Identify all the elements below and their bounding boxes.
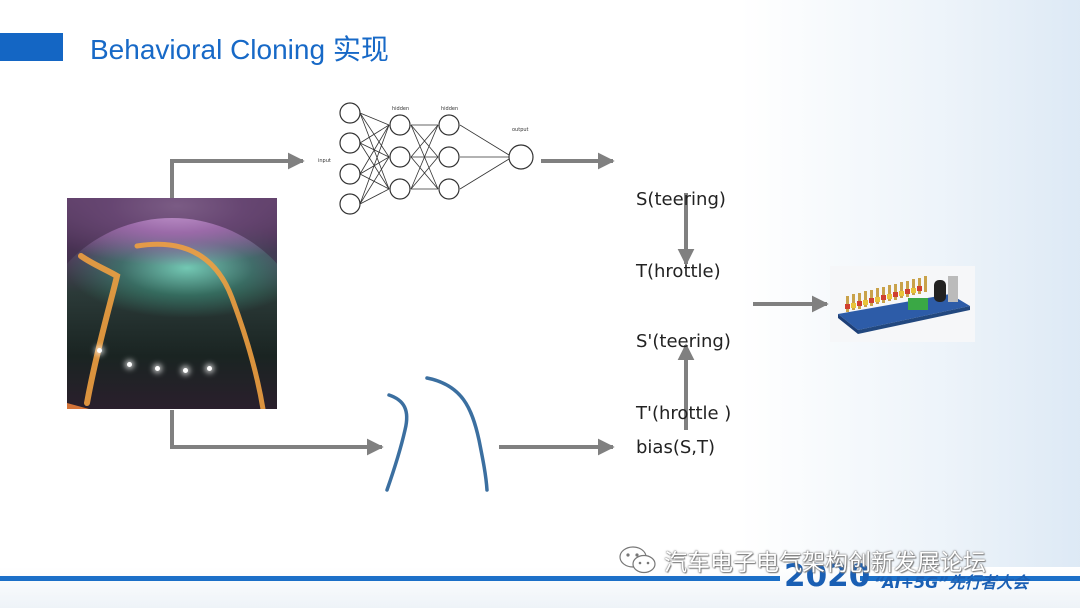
nn-input-label: input	[318, 158, 331, 164]
curve-right	[425, 376, 489, 492]
controller-board-image	[830, 266, 975, 342]
floor-light	[97, 348, 102, 353]
adjusted-label: S'(teering) T'(hrottle )	[636, 282, 731, 474]
footer-band	[0, 567, 1080, 608]
output-label: S(teering) T(hrottle)	[636, 140, 726, 332]
adjusted-throttle-text: T'(hrottle )	[636, 403, 732, 424]
watermark-text: 汽车电子电气架构创新发展论坛	[664, 550, 986, 576]
arrow-camera-to-curves	[170, 410, 384, 456]
camera-view-image	[67, 198, 277, 409]
watermark: 汽车电子电气架构创新发展论坛	[618, 545, 986, 576]
footer-line-left	[0, 576, 780, 581]
footer-line-right	[860, 576, 1080, 581]
floor-light	[183, 368, 188, 373]
floor-light	[127, 362, 132, 367]
lens-vignette	[67, 218, 277, 409]
nn-output-label: output	[512, 127, 529, 133]
track-lines	[67, 241, 266, 409]
wechat-icon	[619, 546, 656, 574]
adjusted-steering-text: S'(teering)	[636, 331, 731, 352]
floor-light	[207, 366, 212, 371]
slide-title: Behavioral Cloning 实现	[90, 34, 389, 65]
floor-light	[155, 366, 160, 371]
nn-hidden-label-2: hidden	[441, 106, 458, 112]
nn-hidden-label-1: hidden	[392, 106, 409, 112]
footer-conference: “AI+5G”先行者大会	[874, 573, 1029, 592]
bias-label: bias(S,T)	[636, 437, 716, 458]
footer-year: 2020	[784, 558, 871, 594]
board-drawing	[830, 266, 975, 342]
arrow-camera-to-network	[170, 152, 305, 198]
steering-text: S(teering)	[636, 189, 726, 210]
neural-network-diagram: input hidden hidden output	[318, 102, 534, 215]
curve-left	[385, 393, 409, 492]
throttle-text: T(hrottle)	[636, 261, 721, 282]
title-accent-bar	[0, 33, 63, 61]
